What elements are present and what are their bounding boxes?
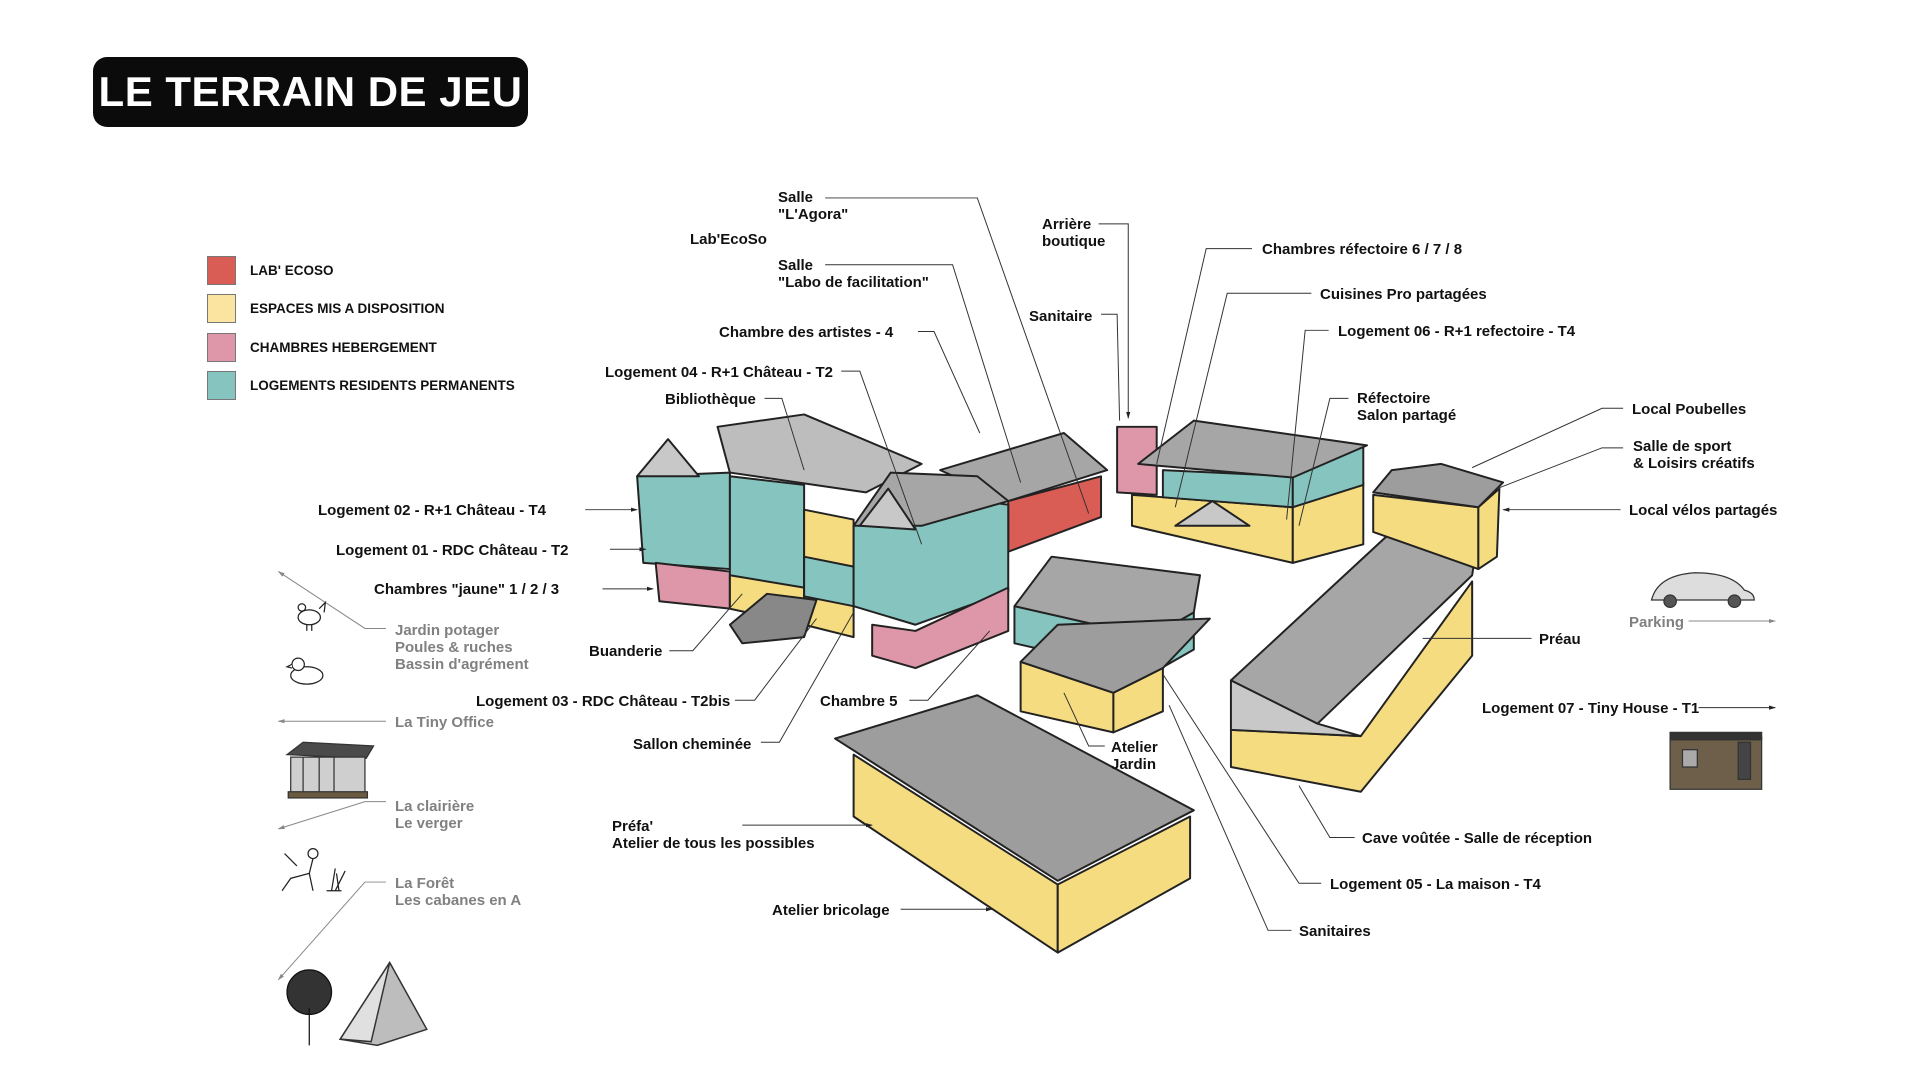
chicken-icon bbox=[297, 600, 327, 631]
label-cuisines: Cuisines Pro partagées bbox=[1320, 286, 1487, 303]
building-refectoire bbox=[1116, 419, 1369, 564]
building-local-poubelles bbox=[1372, 462, 1505, 571]
legend-swatch bbox=[207, 371, 236, 400]
label-log04: Logement 04 - R+1 Château - T2 bbox=[605, 364, 833, 381]
duck-icon bbox=[285, 657, 324, 685]
legend-swatch bbox=[207, 333, 236, 362]
label-sanitaires: Sanitaires bbox=[1299, 923, 1371, 940]
a-frame-cabin-icon bbox=[338, 961, 428, 1047]
tiny-house-icon bbox=[1669, 731, 1763, 790]
legend-logements: LOGEMENTS RESIDENTS PERMANENTS bbox=[207, 371, 515, 400]
legend-label: ESPACES MIS A DISPOSITION bbox=[250, 301, 445, 316]
label-labecoso: Lab'EcoSo bbox=[690, 231, 767, 248]
legend-swatch bbox=[207, 294, 236, 323]
tree-icon bbox=[286, 969, 333, 1046]
building-chateau bbox=[636, 413, 1010, 670]
building-maison bbox=[1013, 555, 1211, 734]
legend-swatch bbox=[207, 256, 236, 285]
label-velos: Local vélos partagés bbox=[1629, 502, 1778, 519]
building-preau bbox=[1229, 524, 1480, 793]
label-log02: Logement 02 - R+1 Château - T4 bbox=[318, 502, 546, 519]
label-poubelles: Local Poubelles bbox=[1632, 401, 1747, 418]
label-sallon: Sallon cheminée bbox=[633, 736, 752, 753]
label-log06: Logement 06 - R+1 refectoire - T4 bbox=[1338, 323, 1576, 340]
label-labo: Salle"Labo de facilitation" bbox=[778, 257, 929, 291]
legend-label: LAB' ECOSO bbox=[250, 263, 334, 278]
legend-lab-ecoso: LAB' ECOSO bbox=[207, 256, 333, 285]
label-artistes: Chambre des artistes - 4 bbox=[719, 324, 894, 341]
label-sport: Salle de sport& Loisirs créatifs bbox=[1633, 438, 1755, 472]
label-bricolage: Atelier bricolage bbox=[772, 902, 890, 919]
label-chambre5: Chambre 5 bbox=[820, 693, 898, 710]
label-biblio: Bibliothèque bbox=[665, 391, 756, 408]
label-log01: Logement 01 - RDC Château - T2 bbox=[336, 542, 569, 559]
label-chambres-jaune: Chambres "jaune" 1 / 2 / 3 bbox=[374, 581, 560, 598]
legend-espaces: ESPACES MIS A DISPOSITION bbox=[207, 294, 445, 323]
label-cave: Cave voûtée - Salle de réception bbox=[1362, 830, 1593, 847]
label-log07: Logement 07 - Tiny House - T1 bbox=[1482, 700, 1700, 717]
label-chambres-678: Chambres réfectoire 6 / 7 / 8 bbox=[1262, 241, 1463, 258]
page-title: LE TERRAIN DE JEU bbox=[93, 57, 528, 127]
label-log05: Logement 05 - La maison - T4 bbox=[1330, 876, 1541, 893]
building-atelier-bricolage bbox=[834, 694, 1195, 954]
label-tiny-office: La Tiny Office bbox=[395, 714, 494, 731]
legend-chambres: CHAMBRES HEBERGEMENT bbox=[207, 333, 437, 362]
label-buanderie: Buanderie bbox=[589, 643, 663, 660]
label-preau: Préau bbox=[1539, 631, 1581, 648]
label-log03: Logement 03 - RDC Château - T2bis bbox=[476, 693, 731, 710]
label-agora: Salle"L'Agora" bbox=[778, 189, 849, 223]
legend-label: CHAMBRES HEBERGEMENT bbox=[250, 340, 437, 355]
label-prefa: Préfa'Atelier de tous les possibles bbox=[612, 818, 815, 852]
tiny-office-icon bbox=[285, 741, 375, 799]
label-parking: Parking bbox=[1629, 614, 1685, 631]
legend-label: LOGEMENTS RESIDENTS PERMANENTS bbox=[250, 378, 515, 393]
person-reading-icon bbox=[281, 848, 346, 892]
label-sanitaire: Sanitaire bbox=[1029, 308, 1093, 325]
car-icon bbox=[1650, 572, 1755, 609]
